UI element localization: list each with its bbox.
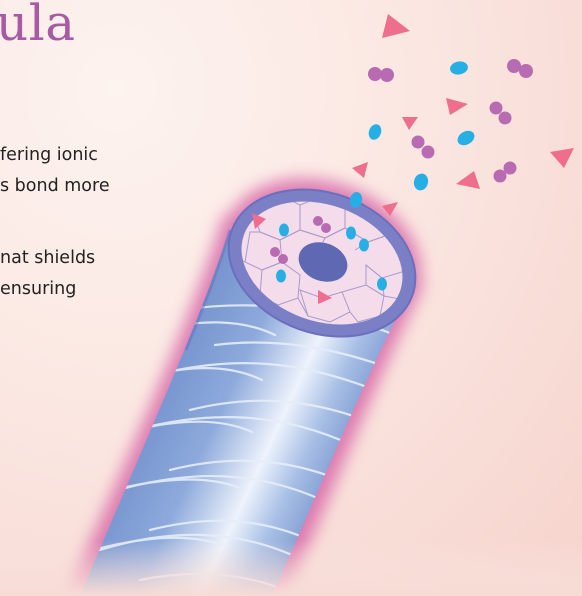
floating-particles <box>349 14 574 216</box>
bottom-fade <box>0 540 582 596</box>
